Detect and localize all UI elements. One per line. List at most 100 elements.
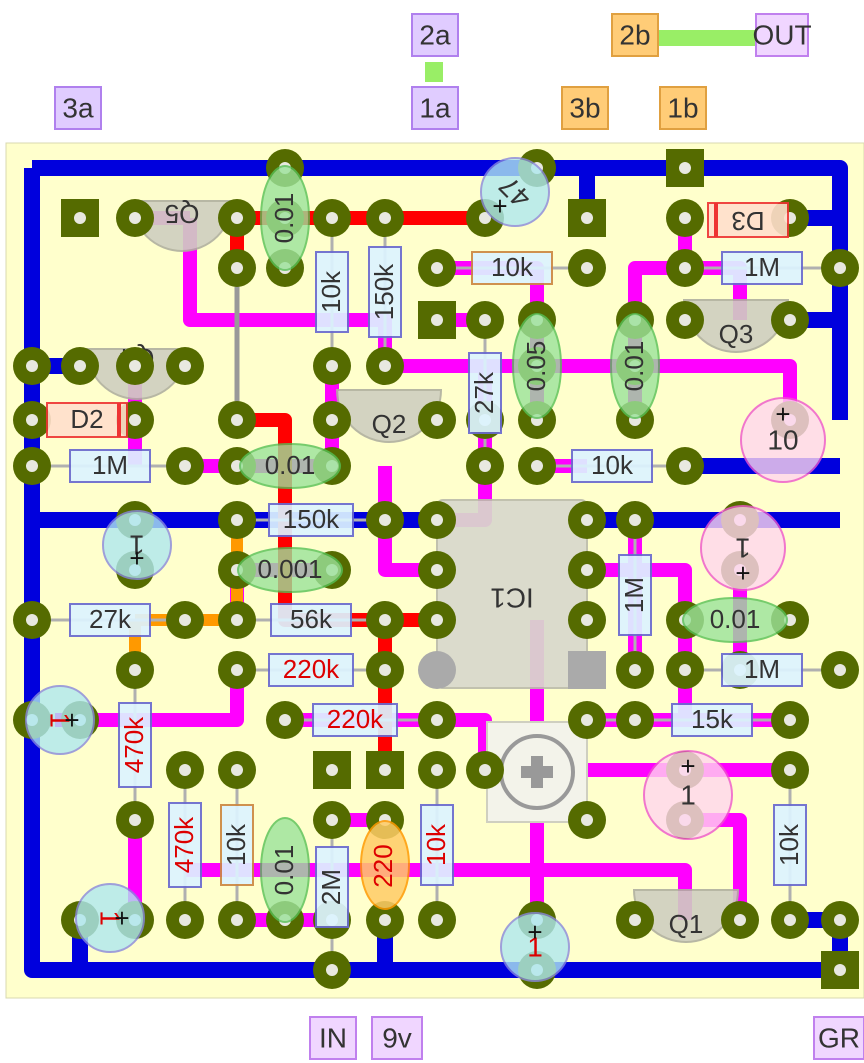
resistor-r_27k_b: 27k <box>69 603 151 637</box>
resistor-body <box>268 653 354 687</box>
resistor-body <box>471 251 553 285</box>
resistor-label: 1M <box>619 577 649 613</box>
pad-hole <box>479 764 491 776</box>
connector-gnd: GR <box>813 1016 864 1060</box>
connector-label: 1a <box>419 92 451 123</box>
capacitor-body <box>260 165 310 271</box>
pad-hole <box>479 212 491 224</box>
pad-hole <box>581 714 593 726</box>
pad-hole <box>679 460 691 472</box>
pad-hole <box>129 360 141 372</box>
electrolytic-label: 1 <box>45 712 76 728</box>
capacitor-body <box>237 547 343 593</box>
resistor-r_1M_top: 1M <box>721 251 803 285</box>
resistor-body <box>315 251 349 333</box>
pad-hole <box>379 514 391 526</box>
capacitor-c_001_q3: 0.01 <box>610 313 660 419</box>
pad-hole <box>379 212 391 224</box>
connector-box <box>813 1016 864 1060</box>
resistor-body <box>618 554 652 636</box>
pad-hole <box>129 212 141 224</box>
resistor-label: 470k <box>169 816 199 873</box>
capacitor-label: 0.01 <box>265 450 316 480</box>
resistor-r_470k_b: 470k <box>168 802 202 888</box>
pad-hole <box>629 664 641 676</box>
pad-hole <box>581 814 593 826</box>
connector-c3b: 3b <box>561 86 609 130</box>
connector-label: GR <box>818 1022 860 1053</box>
capacitor-label: 0.05 <box>521 341 551 392</box>
ic-ic1: IC1 <box>436 499 588 689</box>
pad-hole <box>431 764 443 776</box>
connector-label: 2a <box>419 19 451 50</box>
capacitor-body <box>610 313 660 419</box>
diode-band <box>714 203 718 237</box>
pad-hole <box>431 714 443 726</box>
resistor-r_1M_vert: 1M <box>618 554 652 636</box>
pad-hole <box>379 614 391 626</box>
connector-label: 3b <box>569 92 600 123</box>
connector-c2a: 2a <box>411 13 459 57</box>
resistor-r_470k_a: 470k <box>118 702 152 788</box>
electrolytic-body <box>500 912 570 982</box>
pad-hole <box>231 514 243 526</box>
pad-hole <box>431 914 443 926</box>
resistor-r_10k_e: 10k <box>420 804 454 886</box>
connector-box <box>411 13 459 57</box>
capacitor-c_001_right: 0.01 <box>682 597 788 643</box>
electrolytic-body <box>740 397 826 483</box>
pad-hole <box>326 414 338 426</box>
pad-hole <box>679 664 691 676</box>
resistor-r_10k_d: 10k <box>220 804 254 886</box>
resistor-body <box>268 503 354 537</box>
pad-hole <box>379 360 391 372</box>
pad-hole <box>179 460 191 472</box>
resistor-label: 27k <box>469 371 499 414</box>
pad-hole <box>431 262 443 274</box>
resistor-body <box>118 702 152 788</box>
pad-hole <box>26 460 38 472</box>
connector-label: 3a <box>62 92 94 123</box>
electrolytic-body <box>480 157 550 227</box>
diode-body <box>707 202 789 238</box>
capacitor-c_005: 0.05 <box>512 313 562 419</box>
resistor-r_56k: 56k <box>270 603 352 637</box>
pad-hole <box>129 414 141 426</box>
pad-hole <box>26 414 38 426</box>
svg-text:Q5: Q5 <box>165 199 200 229</box>
resistor-label: 2M <box>316 869 346 905</box>
capacitor-label: 0.01 <box>710 604 761 634</box>
polarity-plus: + <box>775 399 790 429</box>
electrolytic-e_1_left: 1+ <box>102 510 172 580</box>
pad-hole <box>326 360 338 372</box>
electrolytic-body <box>102 510 172 580</box>
electrolytic-e_10: 10+ <box>740 397 826 483</box>
pad-hole <box>379 664 391 676</box>
transistor-q3: Q3 <box>682 299 790 353</box>
connector-box <box>411 86 459 130</box>
diode-band <box>117 403 121 437</box>
pad-hole <box>784 314 796 326</box>
resistor-label: 1M <box>744 252 780 282</box>
ic-pin <box>418 651 456 689</box>
resistor-r_10k_c: 10k <box>571 449 653 483</box>
pad-hole <box>431 514 443 526</box>
offboard-wire-2b-out <box>655 30 760 46</box>
svg-text:Q2: Q2 <box>372 409 407 439</box>
resistor-body <box>420 804 454 886</box>
connector-label: IN <box>319 1022 347 1053</box>
pad-hole <box>326 212 338 224</box>
resistor-body <box>368 246 402 338</box>
resistor-label: 150k <box>283 504 340 534</box>
pad-hole <box>679 262 691 274</box>
electrolytic-e_1_mid: 1+ <box>643 750 733 840</box>
connector-label: OUT <box>752 19 811 50</box>
diode-body <box>46 402 128 438</box>
pad-hole <box>479 460 491 472</box>
resistor-r_150k_a: 150k <box>368 246 402 338</box>
pad-hole <box>784 714 796 726</box>
resistor-r_1M_right: 1M <box>721 653 803 687</box>
connector-c1b: 1b <box>659 86 707 130</box>
